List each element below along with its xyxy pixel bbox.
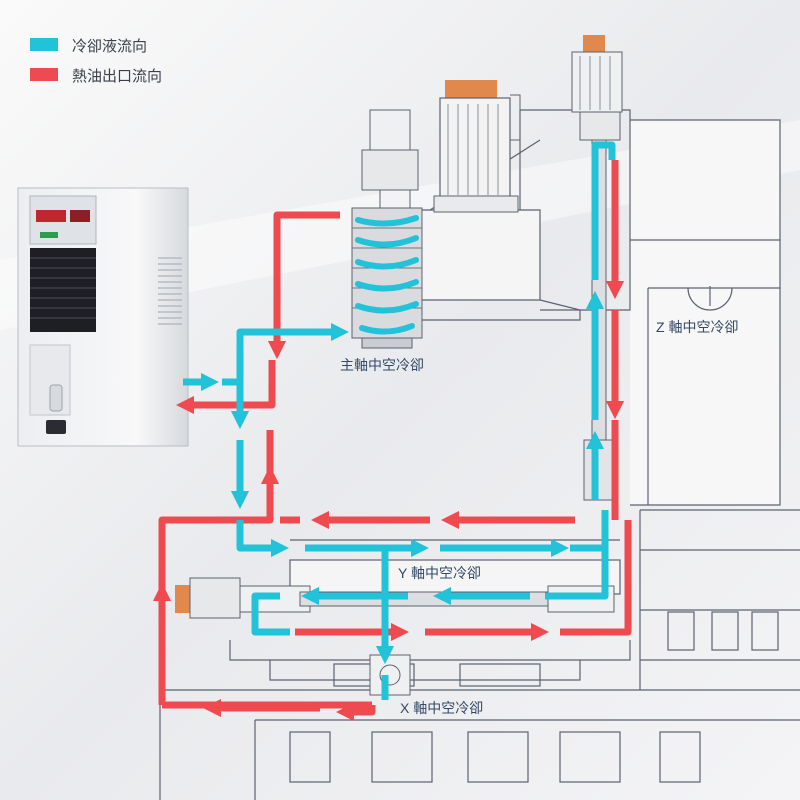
spindle-cooling-chevrons [355, 215, 419, 335]
legend-swatch-coolant [30, 38, 58, 51]
label-spindle-cooling: 主軸中空冷卻 [340, 357, 424, 373]
coolant-to-spindle [222, 322, 350, 386]
hot-oil-right-loop [560, 520, 632, 636]
hot-oil-left-loop [158, 430, 274, 590]
chiller-drain-icon [46, 420, 66, 434]
machine-outline [159, 109, 800, 800]
hot-oil-x-seg-center [335, 702, 376, 722]
hot-oil-spindle-return [267, 211, 340, 360]
legend: 冷卻液流向 熱油出口流向 [30, 38, 162, 85]
chiller-vent-grille [30, 248, 96, 332]
chiller-display [36, 210, 66, 222]
legend-label-hot-oil: 熱油出口流向 [72, 68, 162, 85]
spindle-chevron [355, 235, 419, 248]
spindle-motor [433, 80, 521, 213]
spindle-assembly [351, 109, 423, 349]
spindle-chevron [359, 323, 415, 335]
label-x-axis-cooling: X 軸中空冷卻 [400, 700, 483, 716]
label-y-axis-cooling: Y 軸中空冷卻 [398, 565, 481, 581]
legend-swatch-hot-oil [30, 68, 58, 81]
oil-chiller-unit [17, 187, 189, 447]
spindle-chevron [355, 257, 419, 270]
coolant-y-left-loop [251, 592, 290, 636]
spindle-chevron [355, 279, 419, 292]
coolant-flow [183, 141, 616, 700]
label-z-axis-cooling: Z 軸中空冷卻 [656, 319, 738, 335]
legend-label-coolant: 冷卻液流向 [72, 38, 147, 55]
spindle-chevron [355, 301, 419, 314]
x-axis-ballscrew-end [369, 654, 411, 696]
hot-oil-flow [152, 160, 632, 722]
coolant-y-right-drop [545, 544, 609, 600]
coolant-to-y [236, 520, 290, 558]
coolant-z-top-turn [591, 141, 616, 280]
hot-oil-to-chiller [175, 360, 276, 415]
spindle-chevron [355, 215, 419, 227]
